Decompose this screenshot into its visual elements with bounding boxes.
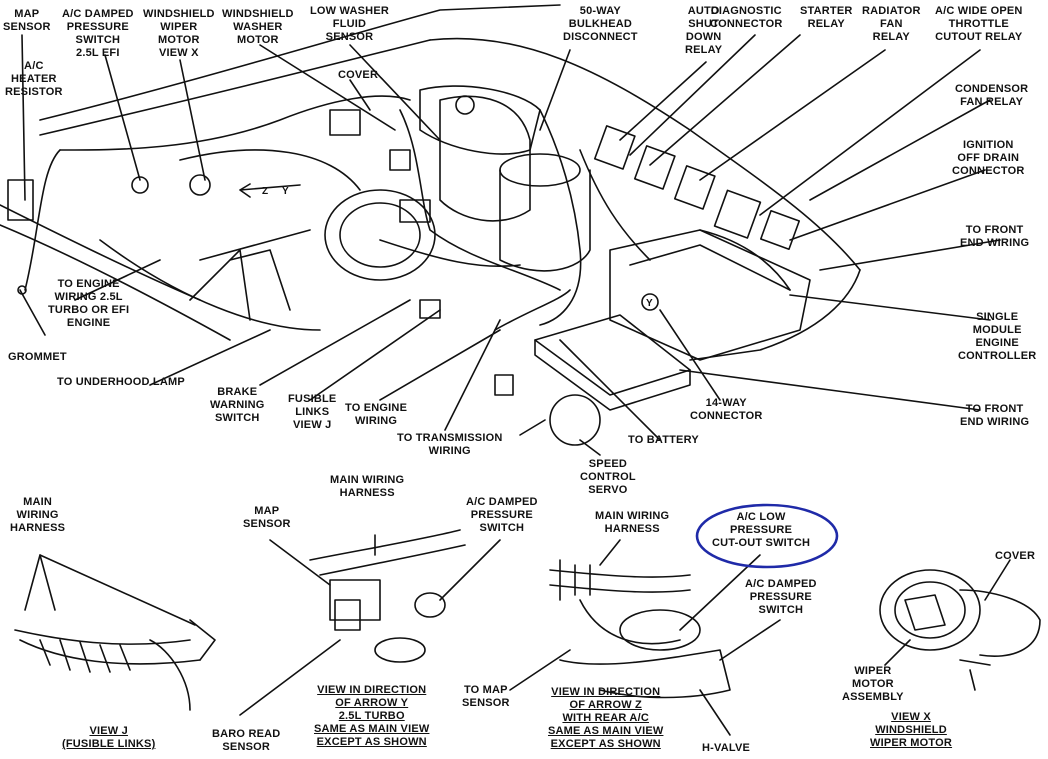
label-wiper-assembly: WIPER MOTOR ASSEMBLY: [842, 665, 904, 703]
label-underhood: TO UNDERHOOD LAMP: [57, 376, 185, 388]
label-main-harness-3: MAIN WIRING HARNESS: [595, 510, 670, 535]
label-view-z: VIEW IN DIRECTION OF ARROW Z WITH REAR A…: [548, 686, 664, 750]
label-speed-control: SPEED CONTROL SERVO: [580, 458, 636, 496]
label-ac-low: A/C LOW PRESSURE CUT-OUT SWITCH: [712, 511, 811, 549]
label-ac-damped-3: A/C DAMPED PRESSURE SWITCH: [745, 578, 817, 616]
label-heater-resistor: A/C HEATER RESISTOR: [5, 60, 63, 98]
label-radiator-fan: RADIATOR FAN RELAY: [862, 5, 921, 43]
label-fusible: FUSIBLE LINKS VIEW J: [288, 393, 337, 431]
label-low-washer: LOW WASHER FLUID SENSOR: [310, 5, 389, 43]
label-engine-wiring: TO ENGINE WIRING: [345, 402, 408, 427]
label-cover-2: COVER: [995, 550, 1036, 562]
arrow-z-mark: Z: [262, 186, 268, 197]
arrow-y2-mark: Y: [646, 298, 653, 309]
label-ac-wot: A/C WIDE OPEN THROTTLE CUTOUT RELAY: [935, 5, 1023, 43]
label-to-map: TO MAP SENSOR: [462, 684, 510, 709]
label-engine-wiring-25: TO ENGINE WIRING 2.5L TURBO OR EFI ENGIN…: [48, 278, 130, 329]
cowl-outline: [39, 4, 561, 121]
label-diagnostic: DIAGNOSTIC CONNECTOR: [710, 5, 783, 30]
label-view-j: VIEW J (FUSIBLE LINKS): [62, 725, 156, 750]
label-transmission: TO TRANSMISSION WIRING: [397, 432, 503, 457]
arrow-y-mark: Y: [282, 186, 289, 197]
label-ac-damped-top: A/C DAMPED PRESSURE SWITCH 2.5L EFI: [62, 8, 134, 59]
label-front-end-1: TO FRONT END WIRING: [960, 224, 1030, 249]
highlight-ellipse: [695, 503, 839, 569]
label-map-sensor-2: MAP SENSOR: [243, 505, 291, 530]
label-washer-motor: WINDSHIELD WASHER MOTOR: [222, 8, 294, 46]
label-battery: TO BATTERY: [628, 434, 699, 446]
label-ac-damped-2: A/C DAMPED PRESSURE SWITCH: [466, 496, 538, 534]
label-condensor: CONDENSOR FAN RELAY: [955, 83, 1029, 108]
label-view-y: VIEW IN DIRECTION OF ARROW Y 2.5L TURBO …: [314, 684, 430, 748]
label-main-harness-1: MAIN WIRING HARNESS: [10, 496, 66, 534]
label-brake: BRAKE WARNING SWITCH: [210, 386, 265, 424]
label-cover-top: COVER: [338, 69, 379, 81]
label-h-valve: H-VALVE: [702, 742, 751, 754]
label-wiper-motor-top: WINDSHIELD WIPER MOTOR VIEW X: [143, 8, 215, 59]
label-front-end-2: TO FRONT END WIRING: [960, 403, 1030, 428]
label-baro: BARO READ SENSOR: [212, 728, 281, 753]
label-main-harness-2: MAIN WIRING HARNESS: [330, 474, 405, 499]
label-auto-shutdown: AUTO SHUT DOWN RELAY: [685, 5, 723, 56]
label-grommet: GROMMET: [8, 351, 67, 363]
fender-line: [0, 224, 231, 341]
label-fourteen-way: 14-WAY CONNECTOR: [690, 397, 763, 422]
label-smec: SINGLE MODULE ENGINE CONTROLLER: [958, 311, 1037, 362]
label-map-sensor: MAP SENSOR: [3, 8, 51, 33]
label-view-x: VIEW X WINDSHIELD WIPER MOTOR: [870, 711, 953, 749]
label-starter-relay: STARTER RELAY: [800, 5, 853, 30]
label-ignition-drain: IGNITION OFF DRAIN CONNECTOR: [952, 139, 1025, 177]
label-bulkhead: 50-WAY BULKHEAD DISCONNECT: [563, 5, 638, 43]
